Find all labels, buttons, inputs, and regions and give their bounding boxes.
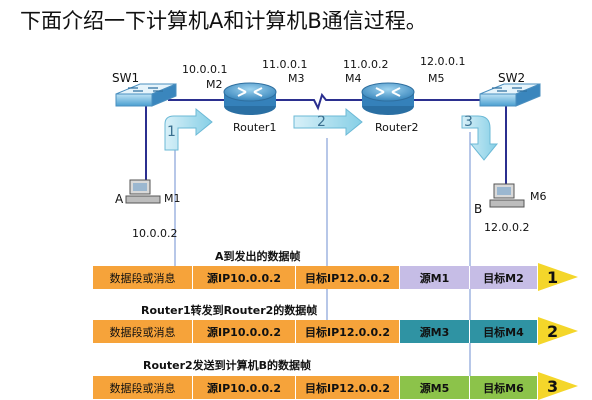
frame-1-number: 1 bbox=[547, 268, 559, 287]
frame-3-arrow-icon bbox=[538, 372, 578, 400]
address-router2-m4: 11.0.0.2 bbox=[343, 58, 389, 71]
frame-3-data-field: 数据段或消息 bbox=[93, 376, 193, 399]
frame-2-src-ip-field: 源IP10.0.0.2 bbox=[193, 320, 296, 343]
interface-m2-label: M2 bbox=[206, 78, 223, 91]
frame-3-dst-mac-field: 目标M6 bbox=[470, 376, 538, 399]
step-number-2: 2 bbox=[317, 114, 326, 130]
page-title: 下面介绍一下计算机A和计算机B通信过程。 bbox=[20, 9, 427, 33]
step-arrow-2 bbox=[293, 107, 363, 137]
frame-2-dst-mac-field: 目标M4 bbox=[470, 320, 538, 343]
frame-1-src-ip-field: 源IP10.0.0.2 bbox=[193, 266, 296, 289]
frame-1: 数据段或消息 源IP10.0.0.2 目标IP12.0.0.2 源M1 目标M2 bbox=[93, 266, 538, 289]
frame-1-dst-ip-field: 目标IP12.0.0.2 bbox=[296, 266, 400, 289]
frame-2-data-field: 数据段或消息 bbox=[93, 320, 193, 343]
switch-sw1-icon bbox=[115, 83, 177, 107]
interface-m3-label: M3 bbox=[288, 72, 305, 85]
frame-3-src-mac-field: 源M5 bbox=[400, 376, 470, 399]
router2-label: Router2 bbox=[375, 121, 419, 134]
router2-icon bbox=[361, 82, 415, 115]
frame-2-caption: Router1转发到Router2的数据帧 bbox=[141, 304, 318, 317]
router1-icon bbox=[223, 82, 277, 115]
frame-3-src-ip-field: 源IP10.0.0.2 bbox=[193, 376, 296, 399]
frame-1-arrow-icon bbox=[538, 263, 578, 291]
address-router1-m2: 10.0.0.1 bbox=[182, 63, 228, 76]
step-arrow-3 bbox=[461, 115, 499, 161]
sw2-label: SW2 bbox=[498, 71, 526, 85]
router1-label: Router1 bbox=[233, 121, 277, 134]
frame-3-dst-ip-field: 目标IP12.0.0.2 bbox=[296, 376, 400, 399]
address-pc-b: 12.0.0.2 bbox=[484, 221, 530, 234]
frame-1-dst-mac-field: 目标M2 bbox=[470, 266, 538, 289]
frame-3-number: 3 bbox=[547, 377, 559, 396]
interface-m4-label: M4 bbox=[345, 72, 362, 85]
interface-m6-label: M6 bbox=[530, 190, 547, 203]
step-arrow-1 bbox=[164, 107, 213, 151]
address-router2-m5: 12.0.0.1 bbox=[420, 55, 466, 68]
address-pc-a: 10.0.0.2 bbox=[132, 227, 178, 240]
frame-2-dst-ip-field: 目标IP12.0.0.2 bbox=[296, 320, 400, 343]
frame-2-src-mac-field: 源M3 bbox=[400, 320, 470, 343]
frame-2-arrow-icon bbox=[538, 317, 578, 345]
step-number-1: 1 bbox=[167, 124, 176, 140]
pc-b-label: B bbox=[474, 202, 483, 216]
step-number-3: 3 bbox=[464, 114, 473, 130]
frame-3-caption: Router2发送到计算机B的数据帧 bbox=[143, 359, 312, 372]
link-router1-router2 bbox=[276, 92, 364, 111]
switch-sw2-icon bbox=[479, 83, 541, 107]
interface-m5-label: M5 bbox=[428, 72, 445, 85]
frame-2: 数据段或消息 源IP10.0.0.2 目标IP12.0.0.2 源M3 目标M4 bbox=[93, 320, 538, 343]
pc-a-label: A bbox=[115, 192, 124, 206]
frame-1-src-mac-field: 源M1 bbox=[400, 266, 470, 289]
frame-1-data-field: 数据段或消息 bbox=[93, 266, 193, 289]
frame-2-number: 2 bbox=[547, 322, 559, 341]
frame-3: 数据段或消息 源IP10.0.0.2 目标IP12.0.0.2 源M5 目标M6 bbox=[93, 376, 538, 399]
sw1-label: SW1 bbox=[112, 71, 140, 85]
computer-b-icon bbox=[489, 183, 525, 208]
interface-m1-label: M1 bbox=[164, 192, 181, 205]
frame-1-caption: A到发出的数据帧 bbox=[215, 250, 301, 263]
address-router1-m3: 11.0.0.1 bbox=[262, 58, 308, 71]
computer-a-icon bbox=[125, 179, 161, 204]
